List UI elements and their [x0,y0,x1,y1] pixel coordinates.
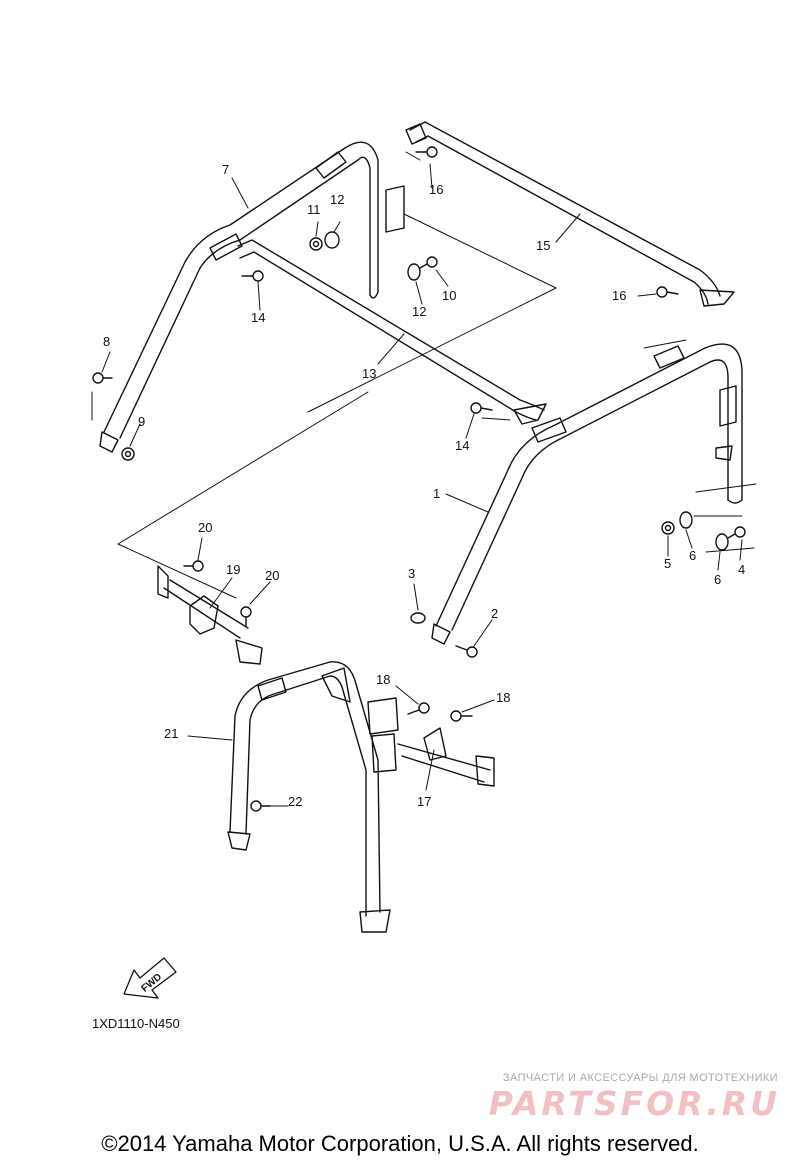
part-17-bracket [397,727,495,787]
callout-20b: 20 [265,568,279,583]
callout-6: 6 [689,548,696,563]
callout-18b: 18 [496,690,510,705]
callout-4: 4 [738,562,745,577]
callout-labels: 1 2 3 4 5 6 6 7 8 9 10 11 12 12 13 14 14… [103,162,745,995]
part-13-middle-crossbar [237,239,547,425]
part-15-top-crossbar [405,121,735,307]
part-7-front-roll-bar [99,141,405,453]
callout-15: 15 [536,238,550,253]
callout-2: 2 [491,606,498,621]
callout-1: 1 [433,486,440,501]
part-19-bracket [157,565,263,665]
callout-14b: 14 [455,438,469,453]
drawing-code: 1XD1110-N450 [92,1016,180,1031]
callout-17: 17 [417,794,431,809]
callout-3: 3 [408,566,415,581]
fasteners [92,146,746,812]
callout-5: 5 [664,556,671,571]
watermark-tagline: ЗАПЧАСТИ И АКСЕССУАРЫ ДЛЯ МОТОТЕХНИКИ [502,1072,778,1084]
part-21-lower-frame [227,661,399,933]
callout-22: 22 [288,794,302,809]
callout-10: 10 [442,288,456,303]
fwd-arrow-icon [123,957,177,999]
callout-14: 14 [251,310,265,325]
callout-16b: 16 [612,288,626,303]
callout-13: 13 [362,366,376,381]
callout-7: 7 [222,162,229,177]
callout-21: 21 [164,726,178,741]
callout-11: 11 [307,202,321,217]
watermark-logo: PARTSFOR.RU [488,1084,780,1123]
callout-18: 18 [376,672,390,687]
callout-6b: 6 [714,572,721,587]
callout-9: 9 [138,414,145,429]
reference-lines [91,151,757,599]
part-1-rear-roll-bar [431,343,743,645]
callout-8: 8 [103,334,110,349]
copyright-notice: ©2014 Yamaha Motor Corporation, U.S.A. A… [101,1131,699,1156]
callout-12: 12 [330,192,344,207]
callout-20: 20 [198,520,212,535]
leader-lines [101,163,743,807]
callout-19: 19 [226,562,240,577]
callout-12b: 12 [412,304,426,319]
callout-16: 16 [429,182,443,197]
